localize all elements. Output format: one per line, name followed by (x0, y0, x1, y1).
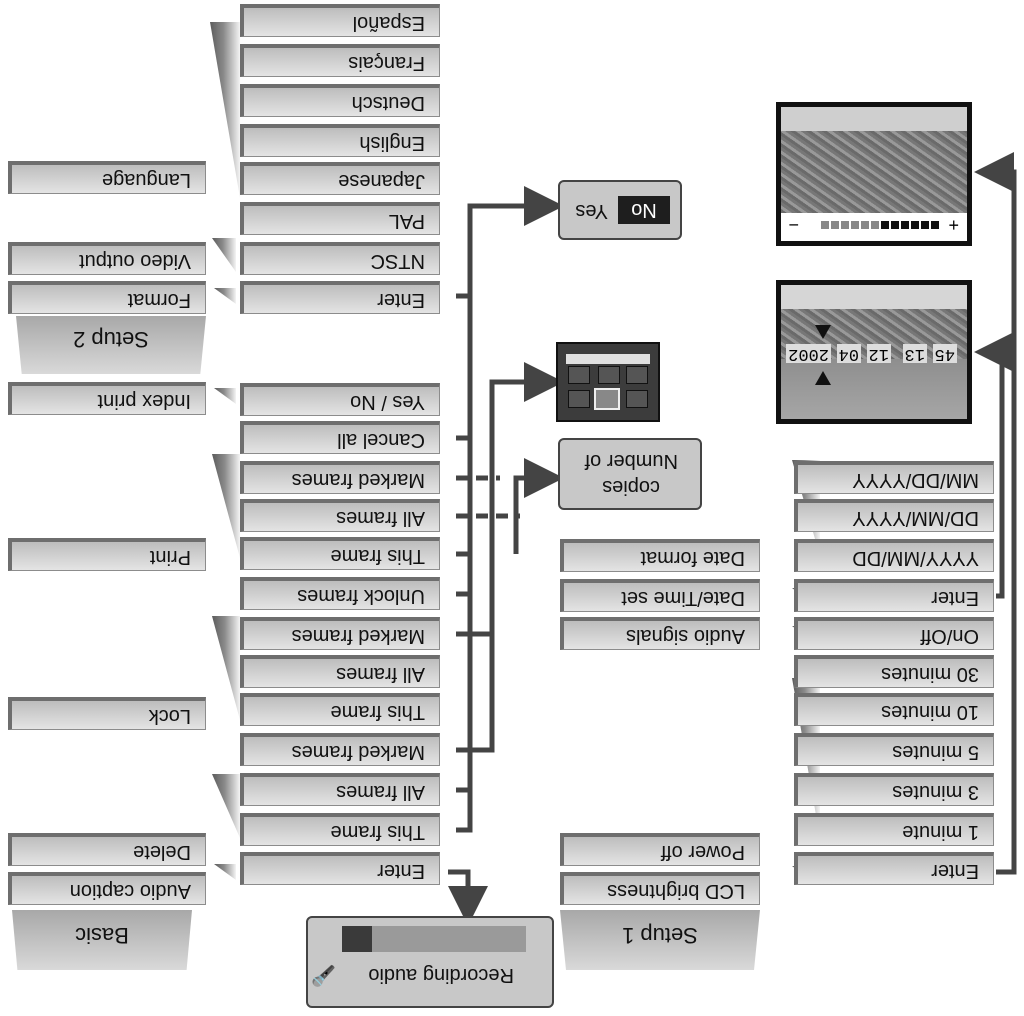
option-video-ntsc[interactable]: NTSC (240, 242, 440, 275)
date-time-preview: 2002 04 12 13 45 (776, 280, 972, 424)
tab-basic-label: Basic (75, 923, 129, 948)
submenu-pointer-audio-caption (214, 864, 236, 880)
brightness-level-light (821, 221, 879, 229)
menu-item-lcd-brightness[interactable]: LCD brightness (560, 872, 760, 905)
option-date-format-ymd[interactable]: YYYY/MM/DD (794, 539, 994, 572)
number-of-copies-line1: Number of (584, 450, 678, 472)
menu-item-print[interactable]: Print (8, 538, 206, 571)
menu-item-audio-caption[interactable]: Audio caption (8, 872, 206, 905)
option-format-enter[interactable]: Enter (240, 281, 440, 314)
number-of-copies-line2: copies (602, 476, 660, 498)
yes-no-dialog: No Yes (558, 180, 682, 240)
index-thumb-1[interactable] (626, 390, 648, 408)
option-lock-marked-frames[interactable]: Marked frames (240, 617, 440, 650)
date-day: 12 (866, 344, 891, 363)
brightness-minus-label: − (788, 215, 799, 235)
recording-audio-label: Recording audio (368, 964, 514, 986)
option-language-espanol[interactable]: Español (240, 4, 440, 37)
submenu-pointer-language (210, 22, 240, 198)
option-audio-caption-enter[interactable]: Enter (240, 852, 440, 885)
option-print-all-frames[interactable]: All frames (240, 499, 440, 532)
option-delete-this-frame[interactable]: This frame (240, 813, 440, 846)
menu-item-format[interactable]: Format (8, 281, 206, 314)
preview-sky-2 (781, 102, 967, 131)
submenu-pointer-delete (212, 774, 240, 838)
submenu-pointer-print (212, 454, 240, 558)
option-date-format-mdy[interactable]: MM/DD/YYYY (794, 461, 994, 494)
option-power-off-1-minute[interactable]: 1 minute (794, 813, 994, 846)
option-language-japanese[interactable]: Japanese (240, 162, 440, 195)
connector-delete-yes-no (456, 186, 564, 833)
option-delete-marked-frames[interactable]: Marked frames (240, 733, 440, 766)
time-hour: 13 (902, 344, 927, 363)
option-lcd-enter[interactable]: Enter (794, 852, 994, 885)
option-print-this-frame[interactable]: This frame (240, 537, 440, 570)
tab-setup-2-label: Setup 2 (73, 327, 149, 352)
lcd-brightness-preview: + − (776, 102, 972, 246)
date-month: 04 (836, 344, 861, 363)
recording-level-bar (342, 926, 526, 952)
option-lock-this-frame[interactable]: This frame (240, 693, 440, 726)
preview-cliff-2 (781, 123, 967, 213)
recording-level-fill (342, 926, 372, 952)
connector-delete-marked-grid (456, 362, 564, 753)
option-language-english[interactable]: English (240, 124, 440, 157)
option-power-off-3-minutes[interactable]: 3 minutes (794, 773, 994, 806)
option-yes[interactable]: Yes (575, 200, 608, 222)
option-power-off-30-minutes[interactable]: 30 minutes (794, 655, 994, 688)
time-minute: 45 (932, 344, 957, 363)
submenu-pointer-index-print (214, 388, 236, 404)
recording-audio-panel: Recording audio 🎤 (306, 916, 554, 1008)
option-delete-all-frames[interactable]: All frames (240, 773, 440, 806)
index-thumb-2-selected[interactable] (594, 388, 620, 410)
index-thumb-6[interactable] (568, 366, 590, 384)
menu-item-delete[interactable]: Delete (8, 833, 206, 866)
option-audio-signals-on-off[interactable]: On/Off (794, 617, 994, 650)
down-arrow-icon (815, 325, 831, 339)
number-of-copies-panel: Number of copies (558, 438, 702, 510)
menu-item-video-output[interactable]: Video output (8, 242, 206, 275)
tab-setup-2[interactable]: Setup 2 (16, 316, 206, 374)
option-lock-unlock-frames[interactable]: Unlock frames (240, 577, 440, 610)
option-lock-all-frames[interactable]: All frames (240, 655, 440, 688)
connector-recording-audio (448, 869, 488, 926)
brightness-scale: + − (783, 215, 959, 235)
tab-basic[interactable]: Basic (12, 910, 192, 970)
option-index-print-yes-no[interactable]: Yes / No (240, 383, 440, 416)
menu-item-date-format[interactable]: Date format (560, 539, 760, 572)
option-print-marked-frames[interactable]: Marked frames (240, 461, 440, 494)
menu-item-audio-signals[interactable]: Audio signals (560, 617, 760, 650)
submenu-pointer-video-output (212, 238, 236, 272)
option-date-time-enter[interactable]: Enter (794, 579, 994, 612)
option-print-cancel-all[interactable]: Cancel all (240, 421, 440, 454)
index-playback-grid (556, 342, 660, 422)
up-arrow-icon (815, 371, 831, 385)
menu-item-lock[interactable]: Lock (8, 697, 206, 730)
option-language-francais[interactable]: Français (240, 44, 440, 77)
menu-item-language[interactable]: Language (8, 161, 206, 194)
connector-print-copies (513, 458, 564, 554)
option-language-deutsch[interactable]: Deutsch (240, 84, 440, 117)
index-grid-header (566, 354, 650, 364)
preview-sky (781, 280, 967, 309)
option-date-format-dmy[interactable]: DD/MM/YYYY (794, 499, 994, 532)
option-power-off-5-minutes[interactable]: 5 minutes (794, 733, 994, 766)
menu-item-power-off[interactable]: Power off (560, 833, 760, 866)
microphone-icon: 🎤 (311, 964, 336, 986)
submenu-pointer-format (214, 288, 236, 304)
index-thumb-5[interactable] (598, 366, 620, 384)
tab-setup-1[interactable]: Setup 1 (560, 910, 760, 970)
tab-setup-1-label: Setup 1 (622, 923, 698, 948)
index-thumb-3[interactable] (568, 390, 590, 408)
index-thumb-4[interactable] (626, 366, 648, 384)
brightness-plus-label: + (948, 215, 959, 235)
option-video-pal[interactable]: PAL (240, 202, 440, 235)
option-no[interactable]: No (618, 196, 670, 224)
date-year: 2002 (786, 344, 831, 363)
menu-item-index-print[interactable]: Index print (8, 382, 206, 415)
submenu-pointer-lock (212, 616, 240, 720)
menu-item-date-time-set[interactable]: Date/Time set (560, 579, 760, 612)
option-power-off-10-minutes[interactable]: 10 minutes (794, 693, 994, 726)
